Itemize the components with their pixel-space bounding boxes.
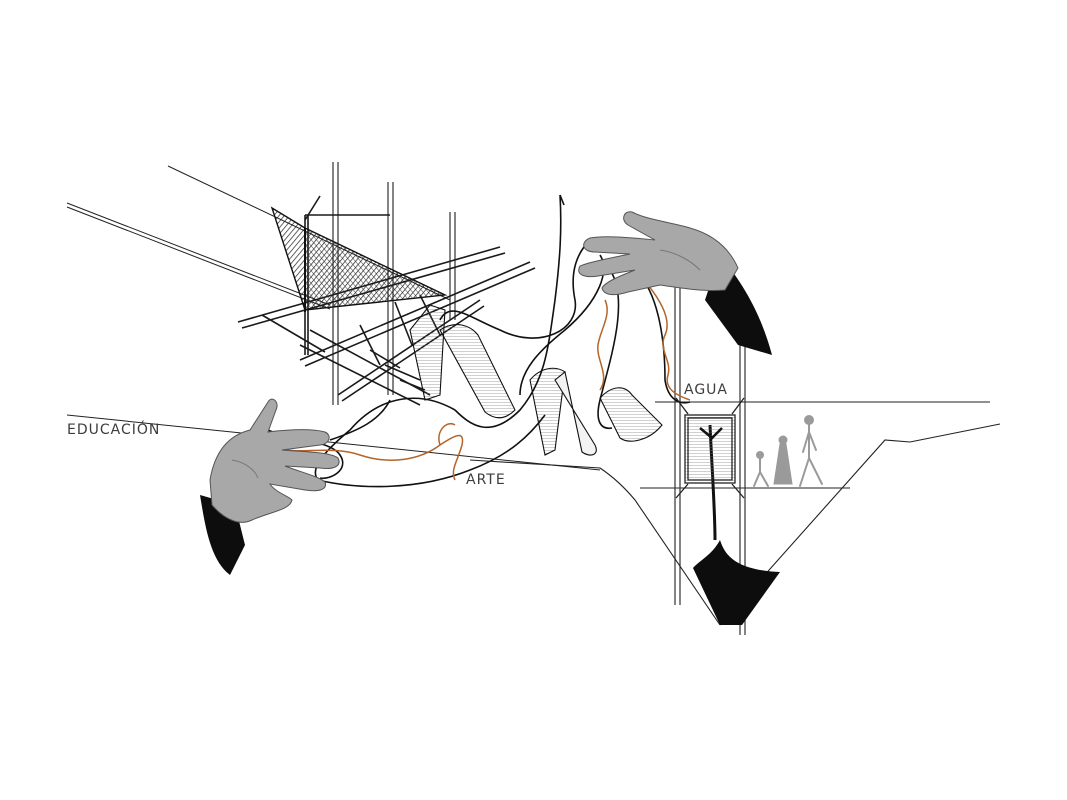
orange-thread xyxy=(274,284,691,481)
label-educacion: EDUCACIÓN xyxy=(67,422,161,438)
folded-ribbon xyxy=(409,304,663,456)
left-hand xyxy=(200,398,340,575)
label-agua: AGUA xyxy=(684,382,729,398)
human-figures xyxy=(753,415,823,487)
agua-frame xyxy=(675,397,745,499)
hatched-sail xyxy=(270,206,448,312)
label-arte: ARTE xyxy=(466,472,506,488)
right-hand xyxy=(578,211,772,355)
terrain-section xyxy=(469,423,1001,626)
construction-lines xyxy=(66,165,990,489)
